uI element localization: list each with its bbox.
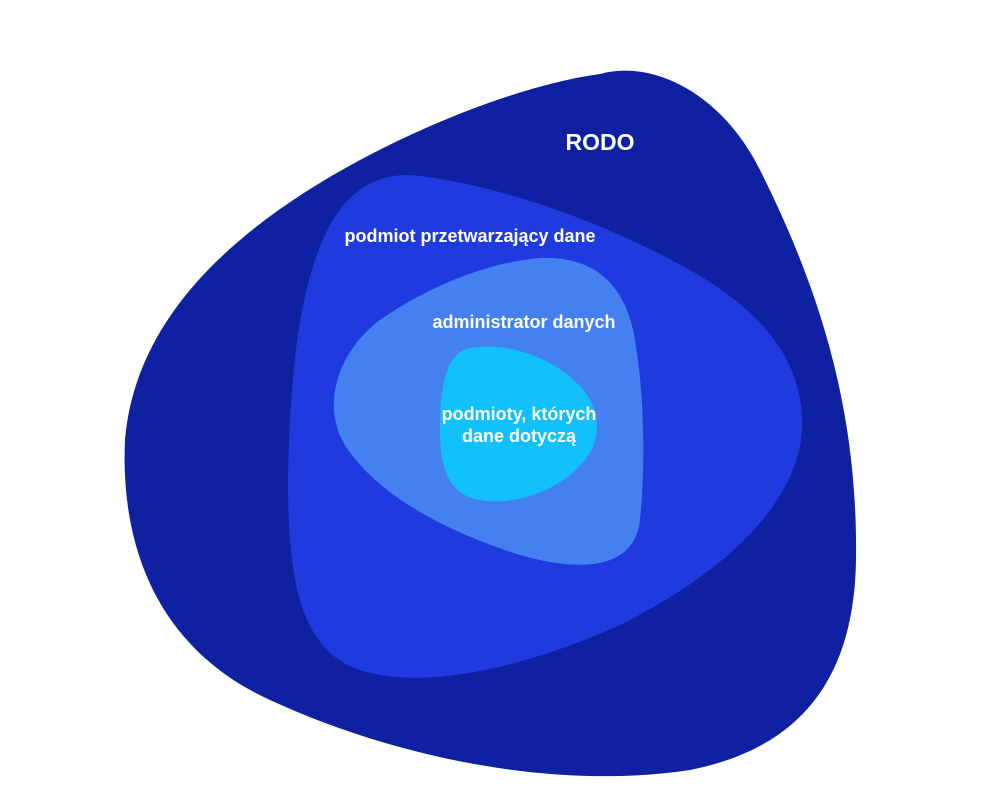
label-administrator-danych: administrator danych bbox=[432, 312, 615, 332]
label-podmioty-line-1: podmioty, których bbox=[442, 404, 597, 424]
label-podmiot-przetwarzajacy: podmiot przetwarzający dane bbox=[344, 226, 595, 246]
region-podmioty-danych bbox=[440, 346, 598, 502]
label-rodo: RODO bbox=[566, 129, 635, 155]
label-podmioty-line-2: dane dotyczą bbox=[462, 426, 577, 446]
